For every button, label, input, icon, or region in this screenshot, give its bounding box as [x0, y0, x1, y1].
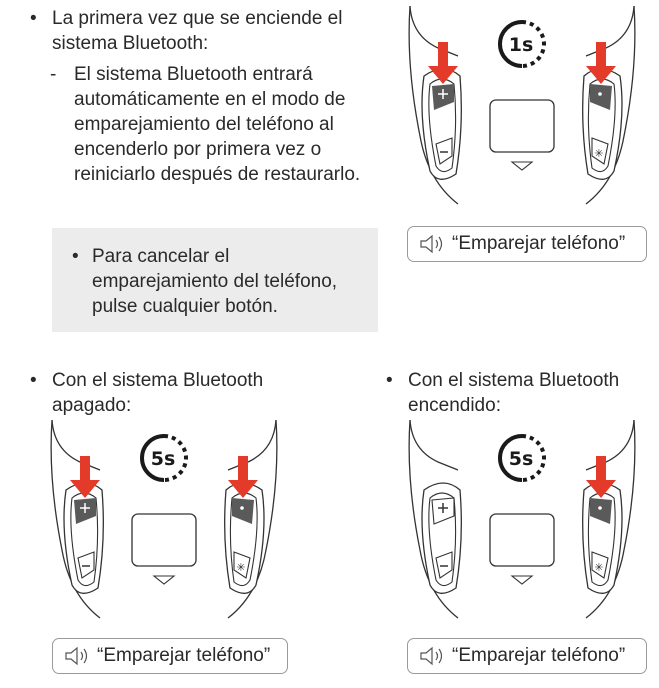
section1-note: • Para cancelar el emparejamiento del te…: [72, 244, 370, 319]
asterisk-button: [591, 551, 609, 579]
section1-bullet: • La primera vez que se enciende el sist…: [30, 6, 380, 56]
section1-bullet-text: La primera vez que se enciende el sistem…: [52, 8, 343, 54]
minus-button: [77, 551, 95, 579]
center-sensor: [131, 513, 197, 567]
svg-text:✳: ✳: [594, 147, 603, 160]
voice-prompt-text: “Emparejar teléfono”: [452, 233, 626, 254]
section2-bullet: • Con el sistema Bluetooth apagado:: [30, 368, 310, 418]
minus-button: [435, 551, 453, 579]
bullet-dot: •: [72, 246, 79, 267]
right-button-cluster: ✳: [582, 68, 623, 180]
voice-prompt-box-3: “Emparejar teléfono”: [407, 638, 647, 674]
dot-button: [590, 84, 612, 110]
bullet-dot: •: [30, 8, 37, 29]
voice-prompt-text: “Emparejar teléfono”: [97, 645, 271, 666]
voice-prompt-box-1: “Emparejar teléfono”: [407, 226, 647, 262]
svg-text:✳: ✳: [236, 561, 245, 574]
center-sensor: [489, 513, 555, 567]
timer-icon: 5s: [498, 434, 546, 482]
left-button-cluster: [63, 482, 104, 594]
triangle-indicator: [152, 575, 176, 585]
minus-button: [435, 137, 453, 165]
svg-text:✳: ✳: [594, 561, 603, 574]
right-button-cluster: ✳: [224, 482, 265, 594]
bullet-dot: •: [30, 370, 37, 391]
left-button-cluster: [421, 68, 462, 180]
speaker-icon: [420, 234, 443, 254]
timer-icon: 1s: [498, 20, 546, 68]
speaker-icon: [420, 646, 443, 666]
svg-text:5s: 5s: [509, 448, 534, 470]
section1-subitem: - El sistema Bluetooth entrará automátic…: [50, 62, 380, 187]
section3-bullet-text: Con el sistema Bluetooth encendido:: [408, 370, 620, 416]
note-box: [52, 228, 378, 332]
section2-bullet-text: Con el sistema Bluetooth apagado:: [52, 370, 264, 416]
dot-button: [232, 498, 254, 524]
triangle-indicator: [510, 575, 534, 585]
svg-text:5s: 5s: [151, 448, 176, 470]
svg-text:1s: 1s: [509, 34, 534, 56]
down-arrow: [586, 42, 616, 84]
dash-marker: -: [50, 64, 57, 85]
dot-button: [590, 498, 612, 524]
section1-note-text: Para cancelar el emparejamiento del telé…: [92, 246, 338, 317]
section1-sub-text: El sistema Bluetooth entrará automáticam…: [74, 64, 361, 185]
asterisk-button: [591, 137, 609, 165]
down-arrow: [428, 42, 458, 84]
triangle-indicator: [510, 161, 534, 171]
left-button-cluster: [421, 482, 462, 594]
section3-bullet: • Con el sistema Bluetooth encendido:: [386, 368, 656, 418]
right-button-cluster: ✳: [582, 482, 623, 594]
device-illustration-3: ✳ 5s: [408, 420, 636, 619]
device-illustration-1: ✳ 1s: [408, 6, 636, 205]
voice-prompt-box-2: “Emparejar teléfono”: [52, 638, 288, 674]
down-arrow: [586, 456, 616, 498]
asterisk-button: [233, 551, 251, 579]
down-arrow: [70, 456, 100, 498]
center-sensor: [489, 99, 555, 153]
voice-prompt-text: “Emparejar teléfono”: [452, 645, 626, 666]
down-arrow: [228, 456, 258, 498]
speaker-icon: [65, 646, 88, 666]
device-illustration-2: ✳ 5s: [50, 420, 278, 619]
timer-icon: 5s: [140, 434, 188, 482]
bullet-dot: •: [386, 370, 393, 391]
